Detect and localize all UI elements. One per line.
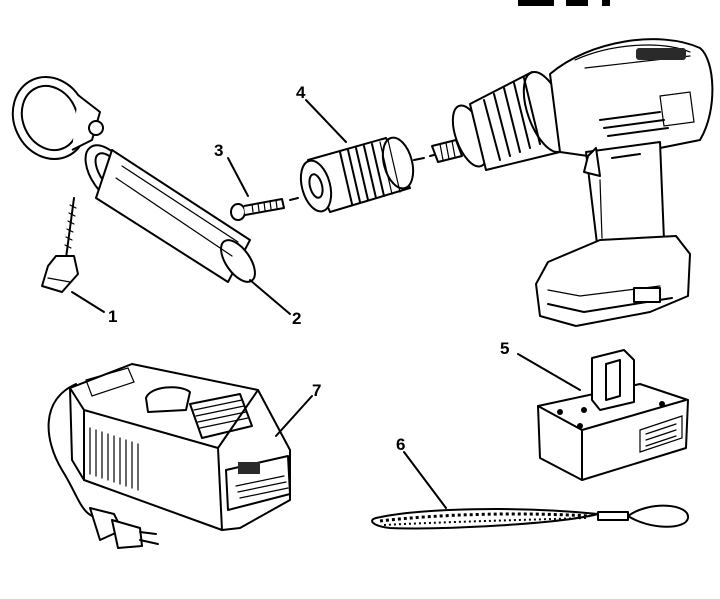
callout-4: 4: [296, 83, 306, 102]
callout-3: 3: [214, 141, 223, 160]
callout-5: 5: [500, 339, 509, 358]
wrist-strap: [371, 504, 689, 530]
callout-2: 2: [292, 309, 301, 328]
callout-7: 7: [312, 381, 321, 400]
side-handle: [11, 76, 256, 283]
leader-lines: [71, 99, 581, 509]
callout-1: 1: [108, 307, 117, 326]
keyless-chuck: [299, 136, 439, 213]
battery-charger: [47, 363, 291, 549]
header-mark: [518, 0, 610, 6]
battery-pack: [537, 349, 689, 481]
chuck-screw: [230, 193, 315, 221]
drill-body: [431, 38, 714, 327]
handle-screw: [41, 197, 79, 293]
callout-6: 6: [396, 435, 405, 454]
